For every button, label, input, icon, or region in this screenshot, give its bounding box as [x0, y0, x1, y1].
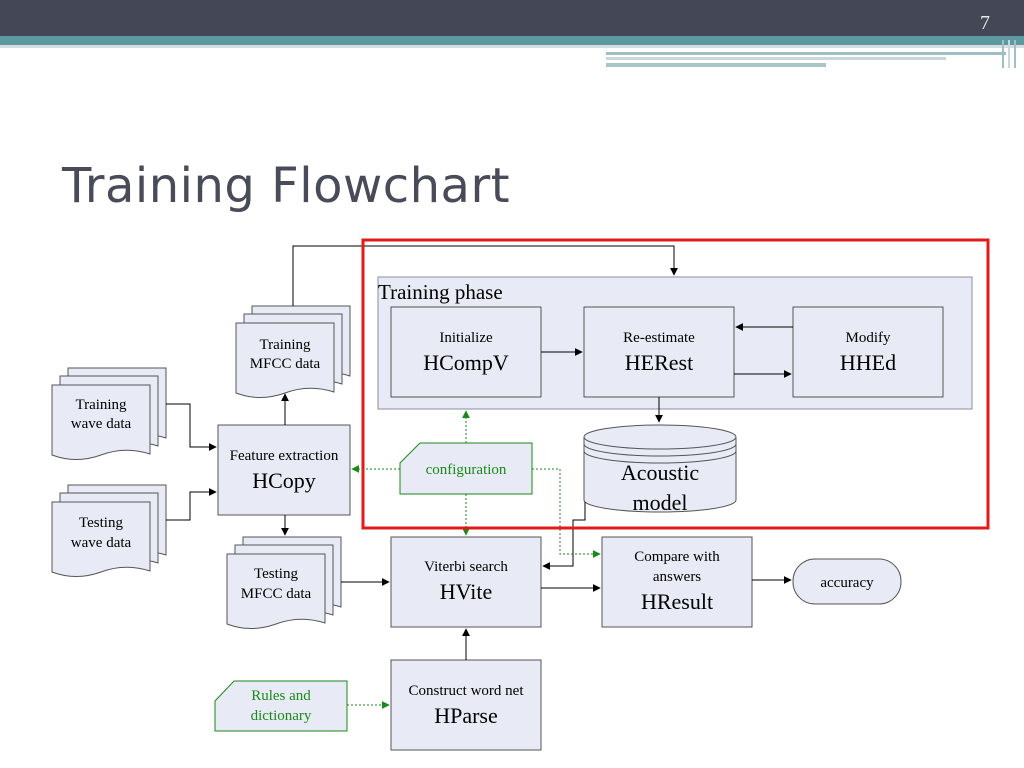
reestimate-node: Re-estimate HERest [583, 306, 735, 398]
rules-node: Rules and dictionary [214, 680, 348, 732]
reestimate-line1: Re-estimate [623, 330, 695, 346]
modify-node: Modify HHEd [792, 306, 944, 398]
word-net-line1: Construct word net [409, 683, 525, 699]
accuracy-label: accuracy [820, 575, 874, 591]
connectors [166, 245, 793, 660]
edge-testwave-hcopy [166, 488, 217, 521]
edge-trainmfcc-phase [292, 245, 678, 306]
config-connectors [347, 410, 601, 709]
page-title: Training Flowchart [62, 158, 511, 214]
viterbi-line2: HVite [440, 579, 492, 604]
compare-line1: Compare with [634, 549, 720, 565]
highlight-box [361, 238, 990, 530]
accuracy-node: accuracy [792, 558, 902, 605]
edge-acoustic-viterbi [542, 502, 586, 570]
viterbi-node: Viterbi search HVite [390, 536, 542, 628]
acoustic-line1: Acoustic [621, 460, 699, 485]
configuration-node: configuration [399, 442, 533, 495]
compare-line3: HResult [641, 589, 713, 614]
reestimate-line2: HERest [625, 350, 693, 375]
feature-line2: HCopy [252, 468, 316, 493]
initialize-line2: HCompV [423, 350, 509, 375]
training-wave-line1: Training [75, 397, 127, 413]
testing-wave-line1: Testing [79, 515, 123, 531]
testing-mfcc-line2: MFCC data [241, 586, 312, 602]
training-mfcc-line1: Training [259, 337, 311, 353]
compare-line2: answers [653, 569, 701, 585]
edge-config-compare [532, 468, 601, 558]
edge-trainwave-hcopy [166, 403, 217, 451]
testing-wave-node: Testing wave data [51, 484, 167, 577]
training-mfcc-line2: MFCC data [250, 356, 321, 372]
acoustic-line2: model [633, 490, 688, 515]
training-wave-node: Training wave data [51, 367, 167, 460]
slide-number: 7 [980, 12, 990, 34]
modify-line2: HHEd [840, 350, 896, 375]
feature-line1: Feature extraction [230, 448, 339, 464]
configuration-label: configuration [426, 462, 507, 478]
testing-mfcc-line1: Testing [254, 566, 298, 582]
acoustic-model-node: Acoustic model [583, 424, 737, 515]
top-bar [0, 0, 1024, 36]
word-net-node: Construct word net HParse [390, 659, 542, 751]
initialize-node: Initialize HCompV [390, 306, 542, 398]
modify-line1: Modify [846, 330, 892, 346]
initialize-line1: Initialize [439, 330, 493, 346]
training-wave-line2: wave data [71, 416, 132, 432]
testing-wave-line2: wave data [71, 535, 132, 551]
word-net-line2: HParse [434, 703, 498, 728]
compare-node: Compare with answers HResult [601, 536, 753, 628]
rules-line2: dictionary [251, 708, 312, 724]
viterbi-line1: Viterbi search [424, 559, 508, 575]
training-mfcc-node: Training MFCC data [235, 305, 351, 398]
training-phase-label: Training phase [378, 280, 503, 304]
testing-mfcc-node: Testing MFCC data [226, 536, 342, 629]
rules-line1: Rules and [251, 688, 311, 704]
feature-extraction-node: Feature extraction HCopy [217, 424, 351, 516]
